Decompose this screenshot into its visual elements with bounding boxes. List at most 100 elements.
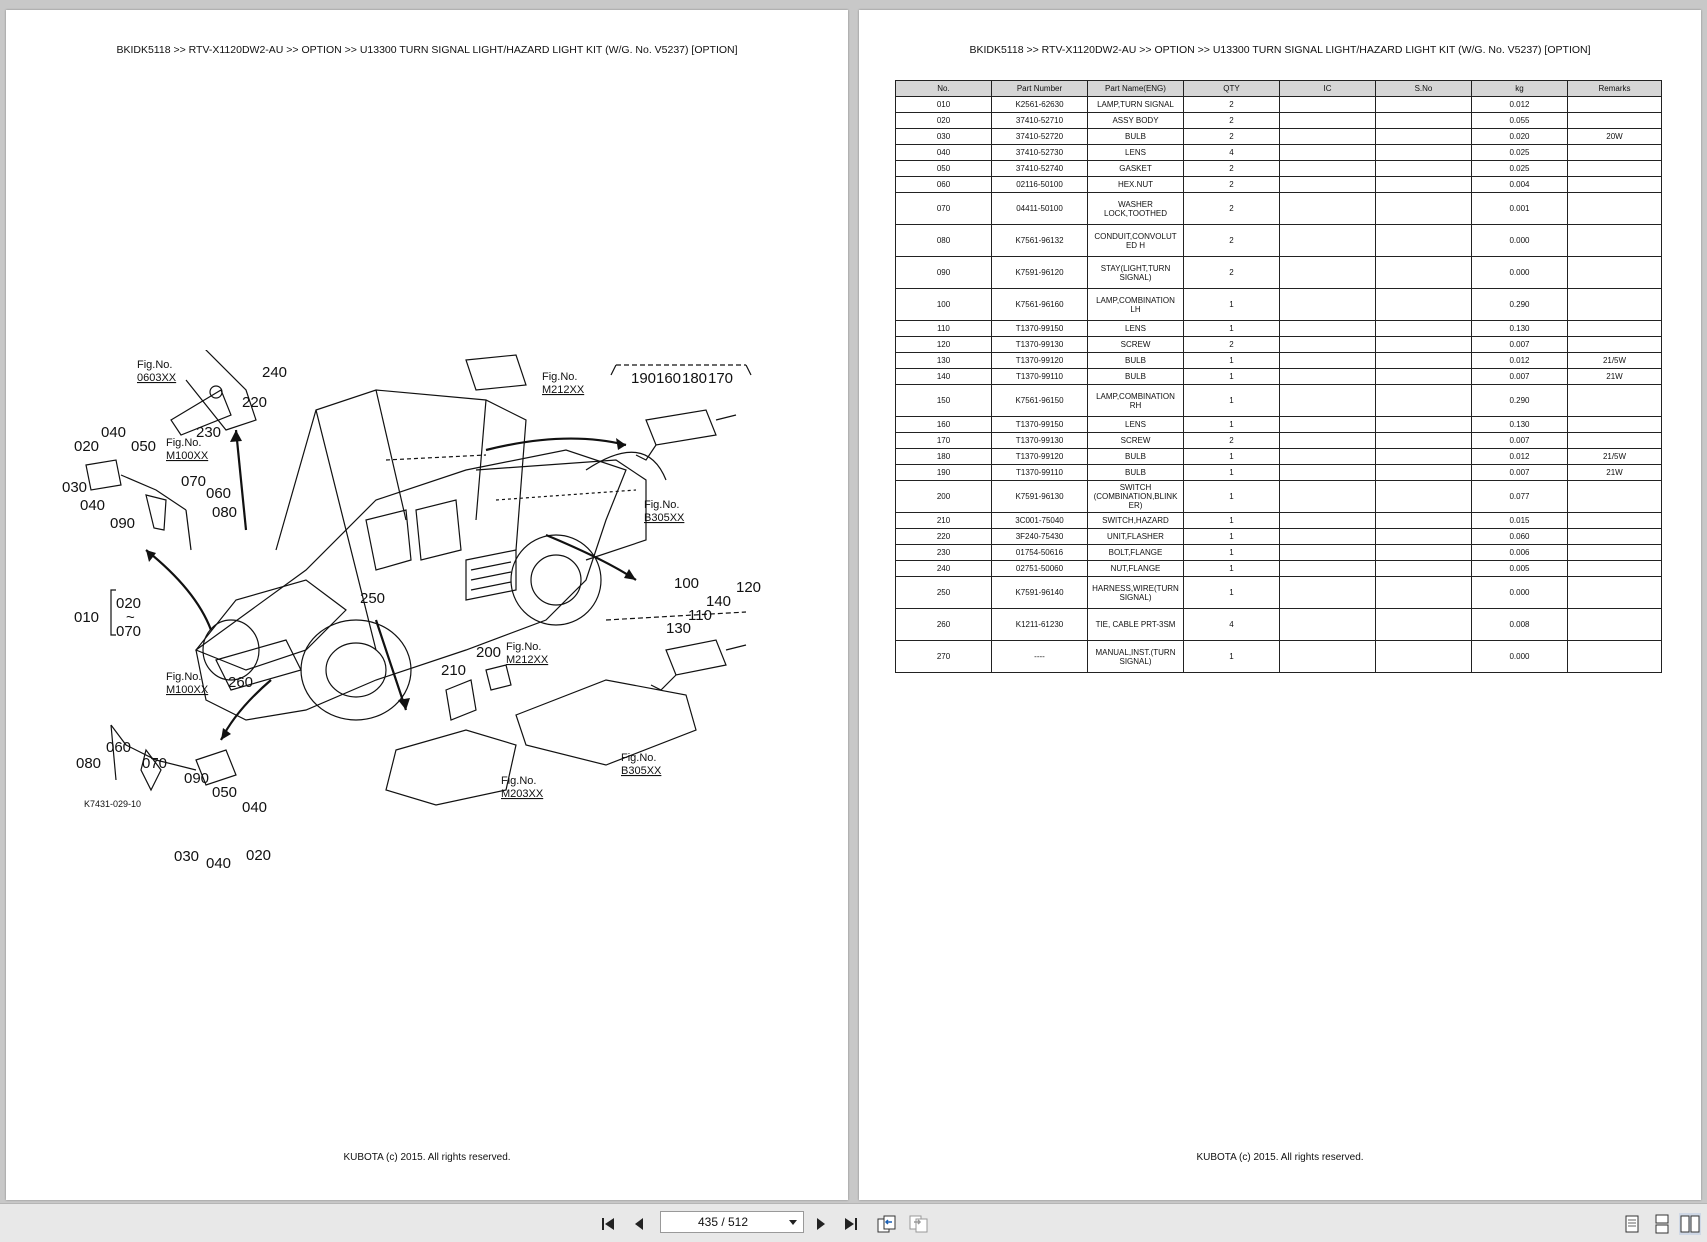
callout-270: 270: [448, 350, 473, 354]
cell-sno: [1375, 416, 1472, 433]
single-page-view-icon: [1625, 1215, 1639, 1233]
go-forward-view-button[interactable]: [908, 1213, 930, 1235]
page-number-field[interactable]: [660, 1211, 804, 1233]
cell-qty: 1: [1183, 384, 1280, 417]
callout-190: 190: [631, 370, 656, 387]
last-page-button[interactable]: [840, 1213, 862, 1235]
cell-sno: [1375, 560, 1472, 577]
cell-part-name: LENS: [1087, 416, 1184, 433]
cell-remarks: [1567, 256, 1662, 289]
cell-ic: [1279, 288, 1376, 321]
dropdown-chevron-icon[interactable]: [787, 1216, 799, 1228]
cell-kg: 0.020: [1471, 128, 1568, 145]
cell-kg: 0.006: [1471, 544, 1568, 561]
cell-part-name: CONDUIT,CONVOLUT ED H: [1087, 224, 1184, 257]
column-header-qty: QTY: [1183, 80, 1280, 97]
cell-ic: [1279, 528, 1376, 545]
cell-remarks: [1567, 160, 1662, 177]
cell-sno: [1375, 464, 1472, 481]
two-page-view-button[interactable]: [1679, 1213, 1701, 1235]
cell-no: 150: [895, 384, 992, 417]
column-header-no: No.: [895, 80, 992, 97]
cell-part-number: T1370-99110: [991, 464, 1088, 481]
cell-part-name: SCREW: [1087, 336, 1184, 353]
page-number-input[interactable]: [661, 1212, 785, 1232]
cell-part-name: ASSY BODY: [1087, 112, 1184, 129]
cell-qty: 1: [1183, 448, 1280, 465]
range-020: 020: [116, 595, 141, 612]
cell-qty: 2: [1183, 256, 1280, 289]
cell-part-number: T1370-99130: [991, 432, 1088, 449]
cell-sno: [1375, 544, 1472, 561]
cell-sno: [1375, 256, 1472, 289]
next-page-button[interactable]: [810, 1213, 832, 1235]
cell-qty: 1: [1183, 352, 1280, 369]
cell-part-name: GASKET: [1087, 160, 1184, 177]
cell-part-number: T1370-99150: [991, 320, 1088, 337]
cell-remarks: [1567, 544, 1662, 561]
callout-040-d: 040: [206, 855, 231, 872]
callout-240: 240: [262, 364, 287, 381]
cell-sno: [1375, 288, 1472, 321]
cell-part-number: K7591-96140: [991, 576, 1088, 609]
cell-no: 240: [895, 560, 992, 577]
callout-150: 150: [658, 350, 683, 352]
cell-qty: 2: [1183, 112, 1280, 129]
fig-ref-label: Fig.No.: [621, 752, 656, 764]
cell-qty: 1: [1183, 480, 1280, 513]
document-page-left: BKIDK5118 >> RTV-X1120DW2-AU >> OPTION >…: [6, 10, 848, 1200]
cell-no: 090: [895, 256, 992, 289]
cell-qty: 1: [1183, 288, 1280, 321]
cell-part-name: WASHER LOCK,TOOTHED: [1087, 192, 1184, 225]
cell-qty: 4: [1183, 608, 1280, 641]
cell-part-number: 37410-52720: [991, 128, 1088, 145]
cell-part-name: NUT,FLANGE: [1087, 560, 1184, 577]
go-back-view-icon: [877, 1215, 896, 1233]
cell-remarks: [1567, 144, 1662, 161]
cell-ic: [1279, 96, 1376, 113]
cell-sno: [1375, 320, 1472, 337]
cell-remarks: [1567, 320, 1662, 337]
cell-sno: [1375, 640, 1472, 673]
cell-sno: [1375, 128, 1472, 145]
cell-ic: [1279, 640, 1376, 673]
go-back-view-button[interactable]: [876, 1213, 898, 1235]
cell-ic: [1279, 336, 1376, 353]
cell-part-name: LENS: [1087, 144, 1184, 161]
cell-no: 220: [895, 528, 992, 545]
callout-040-b: 040: [80, 497, 105, 514]
previous-page-button[interactable]: [628, 1213, 650, 1235]
cell-no: 020: [895, 112, 992, 129]
cell-part-number: 37410-52740: [991, 160, 1088, 177]
cell-part-name: UNIT,FLASHER: [1087, 528, 1184, 545]
cell-part-number: T1370-99150: [991, 416, 1088, 433]
cell-part-name: TIE, CABLE PRT-3SM: [1087, 608, 1184, 641]
fig-ref-label: Fig.No.: [166, 671, 201, 683]
cell-remarks: [1567, 96, 1662, 113]
cell-ic: [1279, 256, 1376, 289]
cell-sno: [1375, 368, 1472, 385]
cell-part-name: SWITCH (COMBINATION,BLINK ER): [1087, 480, 1184, 513]
cell-qty: 1: [1183, 464, 1280, 481]
page-footer-copyright: KUBOTA (c) 2015. All rights reserved.: [343, 1152, 511, 1163]
single-page-view-button[interactable]: [1621, 1213, 1643, 1235]
cell-sno: [1375, 432, 1472, 449]
cell-no: 040: [895, 144, 992, 161]
two-page-view-icon: [1680, 1215, 1700, 1233]
continuous-view-button[interactable]: [1651, 1213, 1673, 1235]
cell-kg: 0.004: [1471, 176, 1568, 193]
cell-no: 200: [895, 480, 992, 513]
callout-040-a: 040: [101, 424, 126, 441]
fig-ref-label: Fig.No.: [501, 775, 536, 787]
first-page-button[interactable]: [598, 1213, 620, 1235]
cell-ic: [1279, 464, 1376, 481]
cell-ic: [1279, 112, 1376, 129]
previous-page-icon: [635, 1218, 643, 1230]
cell-ic: [1279, 368, 1376, 385]
cell-part-number: K7591-96120: [991, 256, 1088, 289]
